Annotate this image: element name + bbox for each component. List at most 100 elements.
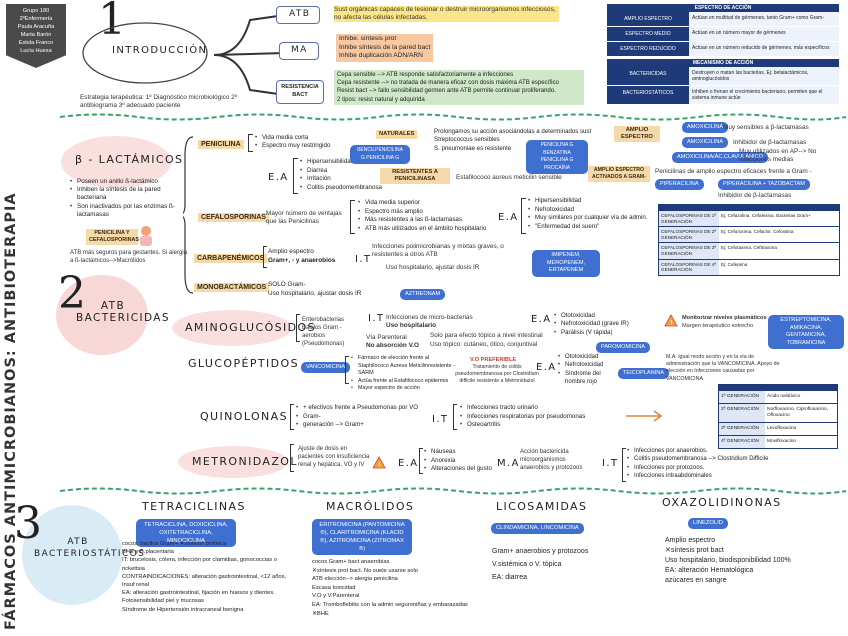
quino-title: QUINOLONAS [200, 410, 288, 423]
list-item: Nefrotoxicidad [528, 206, 647, 215]
carba-brace [263, 246, 267, 268]
table-value: Actúan en un número mayor de gérmenes [689, 27, 839, 41]
amoxicilina-note: Muy sensibles a β-lactamasas [723, 124, 809, 131]
paromomicina-pill: PAROMOMICINA [596, 342, 651, 353]
list-item: Náuseas [424, 448, 492, 457]
amino-monitor: Monitorizar niveles plasmáticos [682, 315, 767, 321]
resist-list: Cepa sensible --> ATB responde satisfact… [334, 70, 584, 105]
warning-icon: ! [664, 314, 678, 327]
table-key: 4ª GENERACIÓN [719, 436, 765, 448]
beta-bullets: Poseen un anillo ß-lactámico Inhiben la … [70, 178, 182, 219]
teico-text: M.A. igual modo acción y en la vía de ad… [666, 354, 780, 382]
atb-definition: Sust orgánicas capaces de lesionar o des… [334, 6, 559, 22]
gluco-list: Fármaco de elección frente al Staphiloco… [351, 355, 461, 393]
table-key: CEFALOSPORINAS DE 3ª GENERACIÓN [659, 243, 719, 259]
table-value: Ácido nalidíxico [767, 394, 801, 399]
metro-blob [178, 446, 288, 478]
table-value: Actúan en multitud de gérmenes, tanto Gr… [689, 12, 839, 26]
table-key: 3ª GENERACIÓN [719, 423, 765, 435]
naturales-label: NATURALES [376, 130, 418, 139]
list-item: ATB más utilizados en el ámbito hospital… [358, 225, 486, 234]
intro-circle [82, 22, 208, 84]
list-item: Vida media corta [255, 134, 330, 142]
tetra-drugs-pill: TETRACICLINA, DOXICICLINA, OXITETRACICLI… [136, 519, 236, 547]
amoxi-clav-note: Muy utilizados en AP--> No infecciones m… [739, 148, 817, 163]
metro-ea-label: E.A [398, 458, 419, 469]
mono-line: Uso hospitalario, ajustar dosis IR [268, 290, 362, 297]
pip-note: Inhibidor de β-lactamasas [718, 192, 792, 199]
list-item: Irritación [300, 175, 382, 184]
cefalosporinas-label: CEFALOSPORINAS [198, 213, 269, 222]
piperacilina-pill: PIPERACILINA [655, 179, 704, 190]
table-value: Ej: Cefotaxima, Ceftriaxona [721, 245, 777, 251]
lico-line: EA: diarrea [492, 574, 528, 581]
section-divider [59, 487, 847, 495]
intro-brace [213, 14, 286, 96]
resist-line: Resist bact --> fallo sensibilidad germe… [337, 87, 556, 95]
list-item: Anorexia [424, 457, 492, 466]
strategy-text: Estrategia terapéutica: 1º Diagnóstico m… [80, 94, 238, 109]
lico-line: Gram+ anaerobios y protozoos [492, 548, 589, 555]
amoxi-clav-pill: AMOXICILINA/ÁC.CLAVULÁNICO [672, 152, 768, 163]
table-header: MECANISMO DE ACCIÓN [607, 59, 839, 67]
penicilina-list: Vida media corta Espectro muy restringid… [255, 134, 330, 150]
pen-ea-brace [293, 158, 298, 194]
carba-drugs-pill: IMIPENEM, MEROPENEM, ERTAPENEM [532, 250, 600, 277]
macro-line: Escasa toxicidad [312, 584, 356, 591]
table-value: Levofloxacino [767, 426, 797, 431]
list-item: Síndrome del hombre rojo [558, 370, 622, 387]
list-item: + efectivos frente a Pseudomonas por VO [296, 404, 418, 413]
cef-ea-label: E.A [498, 212, 519, 223]
table-value: Destruyen o matan las bacterias. Ej: bet… [689, 67, 839, 85]
teicoplanina-pill: TEICOPLANINA [618, 368, 670, 379]
naturales-line: S. pneumoniae es resistente [434, 144, 512, 152]
group-line: Grupo 180 [22, 8, 50, 14]
beta-title: β - LACTÁMICOS [75, 153, 184, 166]
pen-ea-label: E.A [268, 172, 289, 183]
quino-it-label: I.T [432, 414, 449, 425]
ma-line: Inhibe duplicación ADN/ARN [339, 52, 423, 59]
resist-box [276, 80, 324, 104]
metro-it-label: I.T [602, 458, 619, 469]
macro-text: cocos Gram+ bact anaerobias ✕síntesis pr… [312, 558, 468, 618]
carba-line: Gram+, - y anaerobios [268, 257, 336, 264]
table-key: ESPECTRO MEDIO [607, 27, 689, 41]
nurse-illustration-icon [140, 226, 152, 246]
table-row: ESPECTRO REDUCIDO Actúan en un número re… [607, 42, 839, 57]
group-line: Lucía Huesa [20, 48, 52, 54]
vancomicina-pill: VANCOMICINA [301, 362, 351, 373]
tetra-line: BHE y B.placentaria [122, 549, 174, 556]
table-key: BACTERICIDAS [607, 67, 689, 85]
pen-cef-label: PENICILINA Y CEFALOSPORINAS [86, 229, 139, 245]
amino-ea-list: Ototoxicidad Nefrotoxicidad (grave IR) P… [554, 312, 629, 337]
list-item: Hipersensibilidad [528, 197, 647, 206]
carba-text: Amplio espectro Gram+, - y anaerobios [268, 247, 335, 265]
penicilina-brace [248, 134, 253, 152]
pip-tazo-pill: PIPERACILINA + TAZOBACTAM [718, 179, 810, 190]
atb-label: ATB [289, 9, 311, 19]
group-line: Estela Franco [18, 40, 54, 46]
naturales-text: Prolongamos su acción asociándolas a det… [434, 128, 591, 153]
table-row: BACTERICIDAS Destruyen o matan las bacte… [607, 67, 839, 86]
macro-drugs-pill: ERITROMICINA (PANTOMICINA ®), CLARITROMI… [312, 519, 412, 555]
section-number: 1 [98, 0, 126, 45]
bencilpenicilina-pill: BENCILPENICILINA G PENICILINA G [350, 145, 410, 164]
lico-line: V.sistémica o V. tópica [492, 561, 562, 568]
metro-desc: Ajuste de dosis en pacientes con insufic… [298, 446, 370, 468]
quino-it-brace [453, 404, 457, 430]
table-key: 2ª GENERACIÓN [719, 404, 765, 422]
group-tag: Grupo 180 2ºEnfermería Paula Aracuña Mar… [6, 4, 66, 68]
svg-text:!: ! [670, 319, 673, 327]
list-item: Vida media superior [358, 199, 486, 208]
mono-line: SOLO Gram- [268, 281, 306, 288]
section3-blob [22, 505, 122, 605]
list-item: Colitis pseudomembranosa --> Clostridium… [627, 455, 768, 464]
table-value: Actúan en un número reducido de gérmenes… [689, 42, 839, 56]
aztreonam-pill: AZTREONAM [400, 289, 446, 300]
cef-ea-brace [521, 198, 526, 234]
atb-box [276, 6, 320, 24]
metro-ma-text: Acción bactericida microorganismos anaer… [520, 449, 583, 471]
